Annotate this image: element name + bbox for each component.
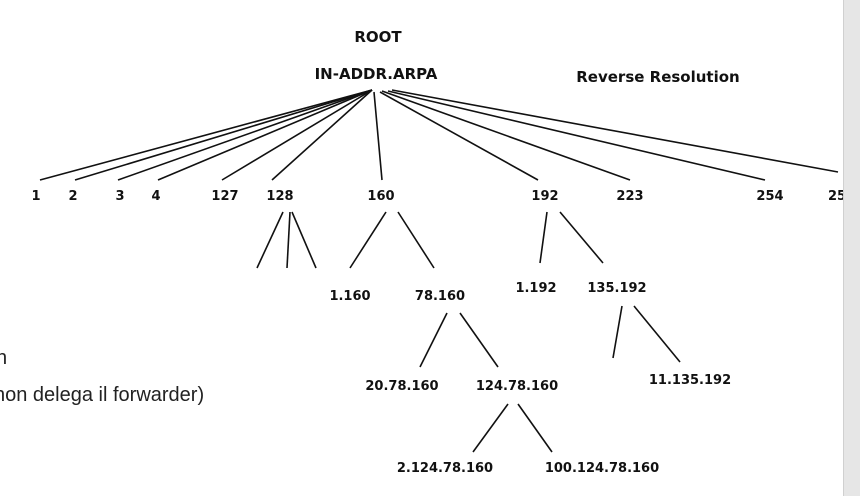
edge-root-254 <box>387 90 766 181</box>
edge-192-135-192 <box>559 211 604 264</box>
fourth-level-nodes: 2.124.78.160 100.124.78.160 <box>397 461 659 476</box>
node-124-78-160: 124.78.160 <box>476 379 558 394</box>
edge-root-3 <box>117 89 373 181</box>
side-text-line-1: n <box>0 347 7 369</box>
edges-under-135-192 <box>612 305 681 363</box>
edge-124-78-160-2-124-78-160 <box>472 403 509 453</box>
edges-under-160 <box>349 211 435 269</box>
edge-160-1-160 <box>349 211 387 269</box>
edge-root-160 <box>373 91 383 181</box>
root-label: ROOT <box>354 28 402 46</box>
node-78-160: 78.160 <box>415 289 465 304</box>
node-135-192: 135.192 <box>587 281 646 296</box>
node-192: 192 <box>531 189 558 204</box>
edge-124-78-160-100-124-78-160 <box>517 403 553 453</box>
edge-root-1 <box>39 89 373 181</box>
node-223: 223 <box>616 189 643 204</box>
node-2: 2 <box>68 189 77 204</box>
node-1-160: 1.160 <box>329 289 370 304</box>
edges-under-124-78-160 <box>472 403 553 453</box>
node-1: 1 <box>31 189 40 204</box>
node-1-192: 1.192 <box>515 281 556 296</box>
edge-78-160-20-78-160 <box>419 312 448 368</box>
edge-root-255 <box>391 89 839 173</box>
edge-root-223 <box>381 90 631 181</box>
edge-135-192-branch <box>612 305 623 359</box>
second-level-nodes: 1.160 78.160 1.192 135.192 <box>329 281 646 304</box>
node-4: 4 <box>151 189 160 204</box>
edge-root-192 <box>379 91 539 181</box>
edge-78-160-124-78-160 <box>459 312 499 368</box>
reverse-resolution-caption: Reverse Resolution <box>576 68 739 86</box>
edges-under-192 <box>539 211 604 264</box>
edge-160-78-160 <box>397 211 435 269</box>
side-text-fragment: n non delega il forwarder) <box>0 347 204 406</box>
node-128: 128 <box>266 189 293 204</box>
edge-root-4 <box>157 89 373 181</box>
edge-135-192-11-135-192 <box>633 305 681 363</box>
node-3: 3 <box>115 189 124 204</box>
third-level-nodes: 20.78.160 124.78.160 11.135.192 <box>365 373 731 394</box>
in-addr-arpa-label: IN-ADDR.ARPA <box>315 65 438 83</box>
edge-128-branch-c <box>291 211 317 269</box>
node-100-124-78-160: 100.124.78.160 <box>545 461 659 476</box>
node-11-135-192: 11.135.192 <box>649 373 731 388</box>
edge-192-1-192 <box>539 211 548 264</box>
node-20-78-160: 20.78.160 <box>365 379 438 394</box>
edge-root-127 <box>221 89 373 181</box>
node-2-124-78-160: 2.124.78.160 <box>397 461 493 476</box>
edges-under-78-160 <box>419 312 499 368</box>
node-254: 254 <box>756 189 783 204</box>
edge-128-branch-b <box>286 211 291 269</box>
right-edge-band <box>843 0 860 496</box>
edge-128-branch-a <box>256 211 284 269</box>
node-127: 127 <box>211 189 238 204</box>
edge-root-128 <box>271 89 373 181</box>
side-text-line-2: non delega il forwarder) <box>0 384 204 406</box>
top-level-nodes: 1 2 3 4 127 128 160 192 223 254 255 <box>31 189 855 204</box>
edges-under-128 <box>256 211 317 269</box>
root-edges <box>39 89 839 181</box>
node-160: 160 <box>367 189 394 204</box>
edge-root-2 <box>74 89 373 181</box>
